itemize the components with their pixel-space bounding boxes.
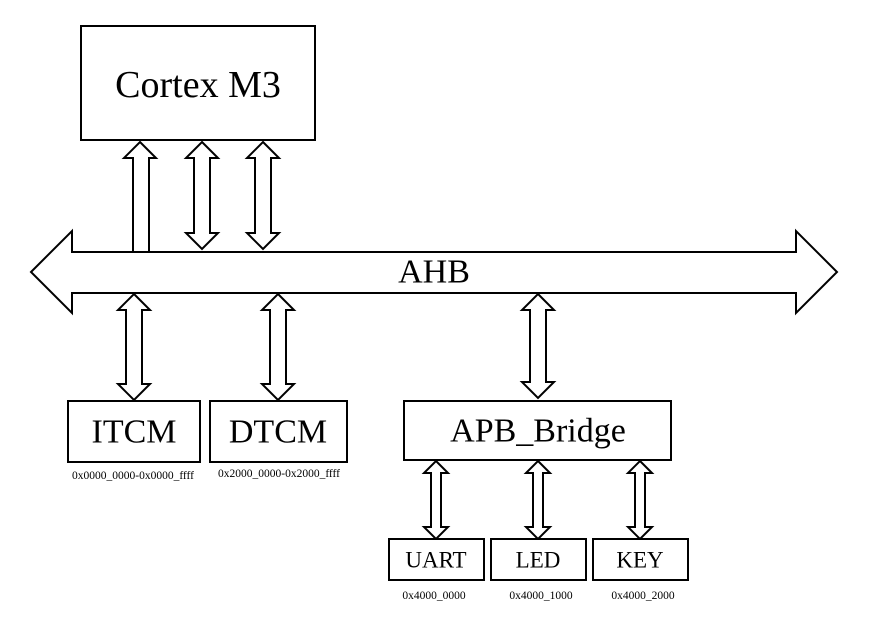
led-address: 0x4000_1000 (509, 590, 573, 602)
uart-label: UART (405, 548, 466, 573)
apb-bridge-box (403, 400, 672, 461)
uart-address: 0x4000_0000 (402, 590, 466, 602)
key-address: 0x4000_2000 (611, 590, 675, 602)
cpu-bus-arrow-1 (121, 140, 159, 253)
uart-bridge-arrow (421, 459, 451, 541)
apb-bridge-label: APB_Bridge (450, 413, 626, 450)
cpu-bus-arrow-3 (244, 140, 282, 251)
uart-box (388, 538, 485, 581)
key-bridge-arrow (625, 459, 655, 541)
dtcm-address-range: 0x2000_0000-0x2000_ffff (218, 468, 340, 480)
dtcm-bus-arrow (259, 292, 297, 402)
ahb-bus-arrow (29, 228, 839, 316)
itcm-box (67, 400, 201, 463)
cpu-bus-arrow-2 (183, 140, 221, 251)
itcm-address-range: 0x0000_0000-0x0000_ffff (72, 470, 194, 482)
led-bridge-arrow (523, 459, 553, 541)
led-label: LED (516, 548, 561, 573)
itcm-bus-arrow (115, 292, 153, 402)
bridge-bus-arrow (519, 292, 557, 400)
dtcm-box (209, 400, 348, 463)
cpu-label: Cortex M3 (115, 64, 281, 106)
ahb-bus-label: AHB (398, 254, 470, 291)
itcm-label: ITCM (92, 414, 177, 451)
key-box (592, 538, 689, 581)
dtcm-label: DTCM (229, 414, 327, 451)
led-box (490, 538, 587, 581)
cpu-box (80, 25, 316, 141)
key-label: KEY (616, 548, 664, 573)
